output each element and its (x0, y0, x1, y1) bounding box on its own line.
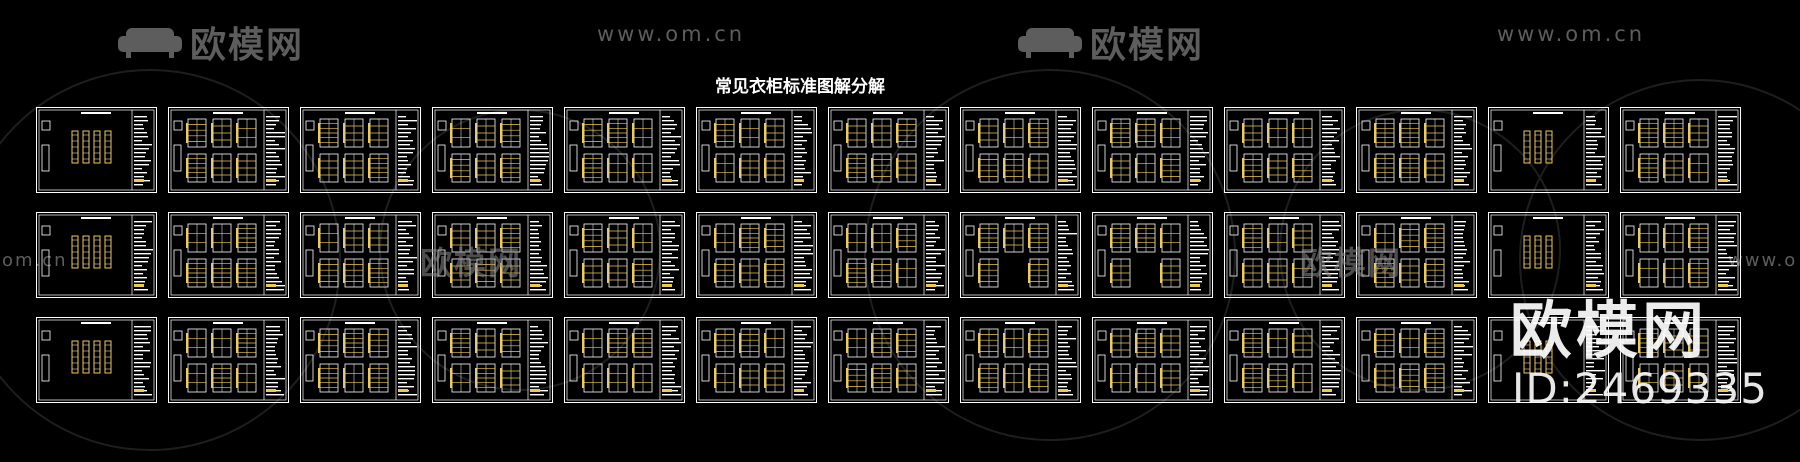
drawing-sheet-thumbnail (1224, 317, 1345, 403)
watermark-mid-brand: 欧模网 (1300, 244, 1403, 282)
watermark-url: www.om.cn (1497, 22, 1646, 46)
drawing-sheet-grid (36, 107, 1741, 403)
drawing-title-text: 常见衣柜标准图解分解 (715, 77, 885, 97)
drawing-sheet-thumbnail (300, 107, 421, 193)
drawing-sheet-thumbnail (1092, 107, 1213, 193)
drawing-sheet-thumbnail (1488, 317, 1609, 403)
drawing-sheet-thumbnail (828, 212, 949, 298)
brand-overlay-name: 欧模网 (1510, 294, 1709, 367)
drawing-sheet-thumbnail (432, 212, 553, 298)
drawing-sheet-thumbnail (828, 317, 949, 403)
watermark-mid-brand: 欧模网 (420, 244, 523, 282)
drawing-sheet-thumbnail (1356, 317, 1477, 403)
watermark-url: www.om.cn (597, 22, 746, 46)
drawing-sheet-thumbnail (36, 107, 157, 193)
drawing-sheet-thumbnail (1620, 107, 1741, 193)
sofa-icon (1018, 28, 1082, 58)
drawing-sheet-thumbnail (564, 107, 685, 193)
drawing-sheet-thumbnail (300, 317, 421, 403)
drawing-sheet-thumbnail (696, 107, 817, 193)
drawing-sheet-thumbnail (1620, 212, 1741, 298)
watermark-logo-right: 欧模网 (1018, 16, 1204, 68)
drawing-sheet-thumbnail (36, 212, 157, 298)
drawing-sheet-thumbnail (300, 212, 421, 298)
brand-overlay-id: ID:2469335 (1512, 364, 1768, 413)
drawing-sheet-thumbnail (960, 107, 1081, 193)
drawing-sheet-thumbnail (960, 212, 1081, 298)
drawing-sheet-thumbnail (1356, 212, 1477, 298)
drawing-sheet-thumbnail (432, 317, 553, 403)
drawing-sheet-thumbnail (1488, 212, 1609, 298)
drawing-sheet-thumbnail (1488, 107, 1609, 193)
drawing-sheet-thumbnail (1224, 212, 1345, 298)
drawing-sheet-thumbnail (828, 107, 949, 193)
drawing-sheet-thumbnail (960, 317, 1081, 403)
watermark-url-partial-left: om.cn (2, 250, 68, 271)
drawing-sheet-thumbnail (1620, 317, 1741, 403)
drawing-sheet-thumbnail (564, 212, 685, 298)
drawing-sheet-thumbnail (432, 107, 553, 193)
watermark-url-partial-right: www.o (1728, 250, 1798, 271)
drawing-sheet-thumbnail (1092, 317, 1213, 403)
sofa-icon (118, 28, 182, 58)
drawing-sheet-thumbnail (168, 317, 289, 403)
drawing-sheet-thumbnail (36, 317, 157, 403)
drawing-sheet-thumbnail (564, 317, 685, 403)
watermark-logo-left: 欧模网 (118, 16, 304, 68)
drawing-sheet-thumbnail (1092, 212, 1213, 298)
drawing-title: 常见衣柜标准图解分解 (0, 72, 1800, 97)
drawing-sheet-thumbnail (696, 317, 817, 403)
drawing-sheet-thumbnail (1356, 107, 1477, 193)
watermark-brand-text: 欧模网 (1090, 25, 1205, 66)
watermark-brand-text: 欧模网 (190, 25, 305, 66)
drawing-sheet-thumbnail (168, 212, 289, 298)
drawing-sheet-thumbnail (696, 212, 817, 298)
drawing-sheet-thumbnail (168, 107, 289, 193)
drawing-sheet-thumbnail (1224, 107, 1345, 193)
